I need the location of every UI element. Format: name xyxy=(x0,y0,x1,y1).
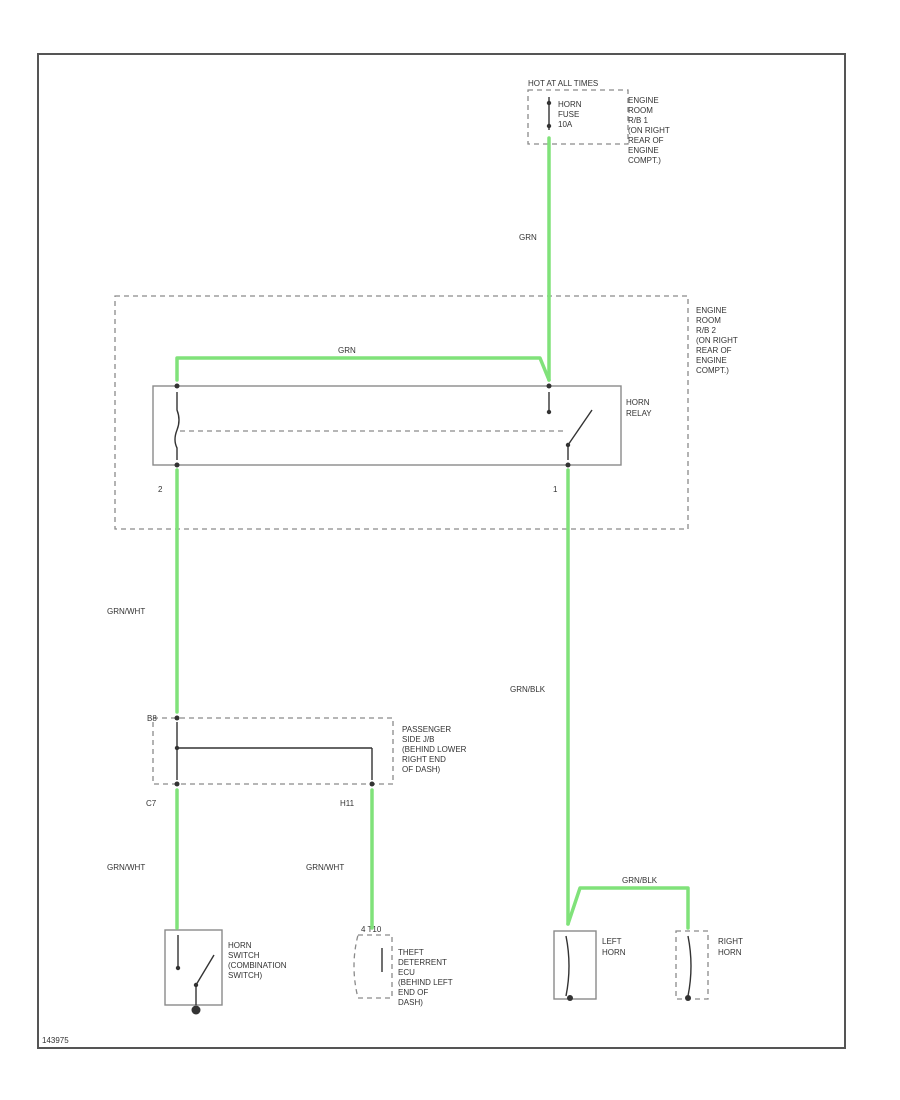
engine-room-rb2: ENGINE ROOM R/B 2 (ON RIGHT REAR OF ENGI… xyxy=(114,295,738,530)
engine-room-rb1-line-7: COMPT.) xyxy=(628,156,661,165)
left-horn: LEFT HORN xyxy=(553,930,626,1001)
horn-switch-line-3: (COMBINATION xyxy=(228,961,287,970)
jb-label-line-4: RIGHT END xyxy=(402,755,446,764)
theft-ecu-line-4: (BEHIND LEFT xyxy=(398,978,453,987)
wire-label-jb-to-switch: GRN/WHT xyxy=(107,863,145,872)
horn-switch-dot-top xyxy=(175,965,181,971)
terminals xyxy=(174,383,571,787)
terminal-relay-bottom-right xyxy=(565,462,571,468)
terminal-jb-bottom-left xyxy=(174,781,180,787)
ecu-outline xyxy=(353,934,393,999)
jb-outline xyxy=(152,717,394,785)
jb-pin-b8: B8 xyxy=(147,714,157,723)
terminal-jb-top xyxy=(174,715,180,721)
engine-room-rb2-line-7: COMPT.) xyxy=(696,366,729,375)
right-horn: RIGHT HORN xyxy=(675,930,743,1001)
diagram-frame xyxy=(37,53,846,1049)
engine-room-rb1-line-1: ENGINE xyxy=(628,96,659,105)
wire-label-relay-top: GRN xyxy=(338,346,356,355)
theft-ecu-line-2: DETERRENT xyxy=(398,958,447,967)
engine-room-rb2-line-3: R/B 2 xyxy=(696,326,717,335)
wire-label-horn-link: GRN/BLK xyxy=(622,876,658,885)
horn-switch-line-1: HORN xyxy=(228,941,252,950)
theft-ecu-line-1: THEFT xyxy=(398,948,424,957)
theft-ecu-line-6: DASH) xyxy=(398,998,423,1007)
relay-pin-2: 2 xyxy=(158,485,163,494)
ground-symbol xyxy=(191,1005,201,1015)
horn-switch-box xyxy=(164,929,223,1006)
engine-room-rb1-line-2: ROOM xyxy=(628,106,653,115)
horn-relay-line-1: HORN xyxy=(626,398,650,407)
horn-fuse-line-2: FUSE xyxy=(558,110,579,119)
relay-pin-1: 1 xyxy=(553,485,558,494)
engine-room-rb2-line-1: ENGINE xyxy=(696,306,727,315)
jb-label-line-2: SIDE J/B xyxy=(402,735,434,744)
wires xyxy=(175,136,690,930)
engine-room-rb2-line-2: ROOM xyxy=(696,316,721,325)
rb2-outline xyxy=(114,295,689,530)
left-horn-body xyxy=(553,930,597,1000)
fuse-box-outline xyxy=(527,89,629,145)
wire-labels: GRN GRN GRN/WHT GRN/BLK GRN/WHT GRN/WHT … xyxy=(107,233,658,885)
terminal-jb-bottom-right xyxy=(369,781,375,787)
theft-deterrent-ecu: 4 T10 THEFT DETERRENT ECU (BEHIND LEFT E… xyxy=(353,925,453,1007)
terminal-relay-top-right xyxy=(546,383,552,389)
wire-label-jb-to-ecu: GRN/WHT xyxy=(306,863,344,872)
horn-switch-line-2: SWITCH xyxy=(228,951,260,960)
horn-fuse-line-1: HORN xyxy=(558,100,582,109)
wire-label-relay-to-jb: GRN/WHT xyxy=(107,607,145,616)
left-horn-coil xyxy=(565,935,570,997)
wire-relay-top xyxy=(175,356,551,382)
right-horn-body xyxy=(675,930,709,1000)
jb-label-line-1: PASSENGER xyxy=(402,725,451,734)
relay-contact-arm xyxy=(567,409,593,446)
relay-contact-dot-top xyxy=(546,409,552,415)
right-horn-line-2: HORN xyxy=(718,948,742,957)
terminal-relay-bottom-left xyxy=(174,462,180,468)
hot-at-all-times-label: HOT AT ALL TIMES xyxy=(528,79,598,88)
jb-pin-c7: C7 xyxy=(146,799,157,808)
engine-room-rb2-line-4: (ON RIGHT xyxy=(696,336,738,345)
passenger-junction-block: B8 C7 H11 PASSENGER SIDE J/B (BEHIND LOW… xyxy=(146,714,467,808)
engine-room-rb1-line-5: REAR OF xyxy=(628,136,664,145)
jb-pin-h11: H11 xyxy=(340,799,355,808)
horn-relay-box xyxy=(152,385,622,466)
engine-room-rb2-line-6: ENGINE xyxy=(696,356,727,365)
wire-label-relay-to-horn: GRN/BLK xyxy=(510,685,546,694)
engine-room-rb1-line-4: (ON RIGHT xyxy=(628,126,670,135)
theft-ecu-line-5: END OF xyxy=(398,988,428,997)
right-horn-coil xyxy=(687,935,692,997)
horn-relay-line-2: RELAY xyxy=(626,409,652,418)
fuse-block: HOT AT ALL TIMES HORN FUSE 10A ENGINE RO… xyxy=(527,79,670,165)
horn-fuse-line-3: 10A xyxy=(558,120,573,129)
horn-switch-line-4: SWITCH) xyxy=(228,971,263,980)
wire-horn-link xyxy=(566,886,690,930)
engine-room-rb2-line-5: REAR OF xyxy=(696,346,732,355)
engine-room-rb1-line-3: R/B 1 xyxy=(628,116,649,125)
right-horn-line-1: RIGHT xyxy=(718,937,743,946)
terminal-relay-top-left xyxy=(174,383,180,389)
wire-label-fuse-to-relay: GRN xyxy=(519,233,537,242)
left-horn-line-1: LEFT xyxy=(602,937,622,946)
right-horn-ground xyxy=(685,995,691,1001)
engine-room-rb1-line-6: ENGINE xyxy=(628,146,659,155)
jb-label-line-5: OF DASH) xyxy=(402,765,441,774)
left-horn-line-2: HORN xyxy=(602,948,626,957)
horn-switch-arm xyxy=(195,954,215,986)
left-horn-ground xyxy=(567,995,573,1001)
jb-junction-dot xyxy=(174,745,180,751)
relay-coil xyxy=(174,392,180,460)
theft-ecu-line-3: ECU xyxy=(398,968,415,977)
fuse-terminal-bottom xyxy=(546,123,552,129)
jb-label-line-3: (BEHIND LOWER xyxy=(402,745,467,754)
fuse-terminal-top xyxy=(546,100,552,106)
footer-code: 143975 xyxy=(42,1036,69,1045)
horn-switch: HORN SWITCH (COMBINATION SWITCH) xyxy=(164,929,287,1015)
